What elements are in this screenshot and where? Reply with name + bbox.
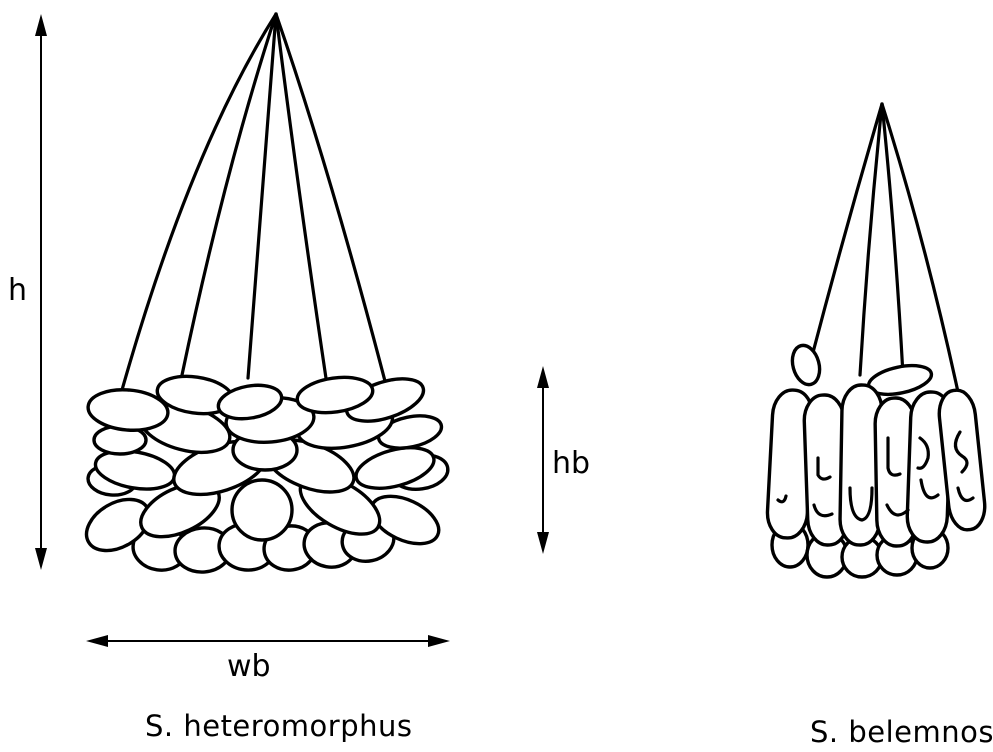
specimen-name-heteromorphus: S. heteromorphus [145, 709, 413, 743]
heteromorphus-stalk-threads [122, 14, 386, 390]
height-label: h [8, 273, 27, 308]
belemnos-stalk-threads [811, 104, 958, 392]
band-height-arrow-top [537, 366, 549, 388]
height-arrow-bottom [35, 548, 47, 570]
band-width-dimension: wb [86, 635, 450, 684]
belemnos-drawing [766, 104, 987, 577]
band-width-arrow-right [428, 635, 450, 647]
band-width-arrow-left [86, 635, 108, 647]
band-height-label: hb [552, 446, 590, 481]
heteromorphus-drawing [78, 14, 451, 574]
band-height-dimension: hb [537, 366, 590, 554]
height-dimension: h [8, 14, 47, 570]
band-height-arrow-bottom [537, 532, 549, 554]
height-arrow-top [35, 14, 47, 36]
specimen-name-belemnos: S. belemnos [810, 715, 993, 749]
band-width-label: wb [227, 649, 271, 684]
belemnos-elongated-cells [766, 385, 987, 547]
